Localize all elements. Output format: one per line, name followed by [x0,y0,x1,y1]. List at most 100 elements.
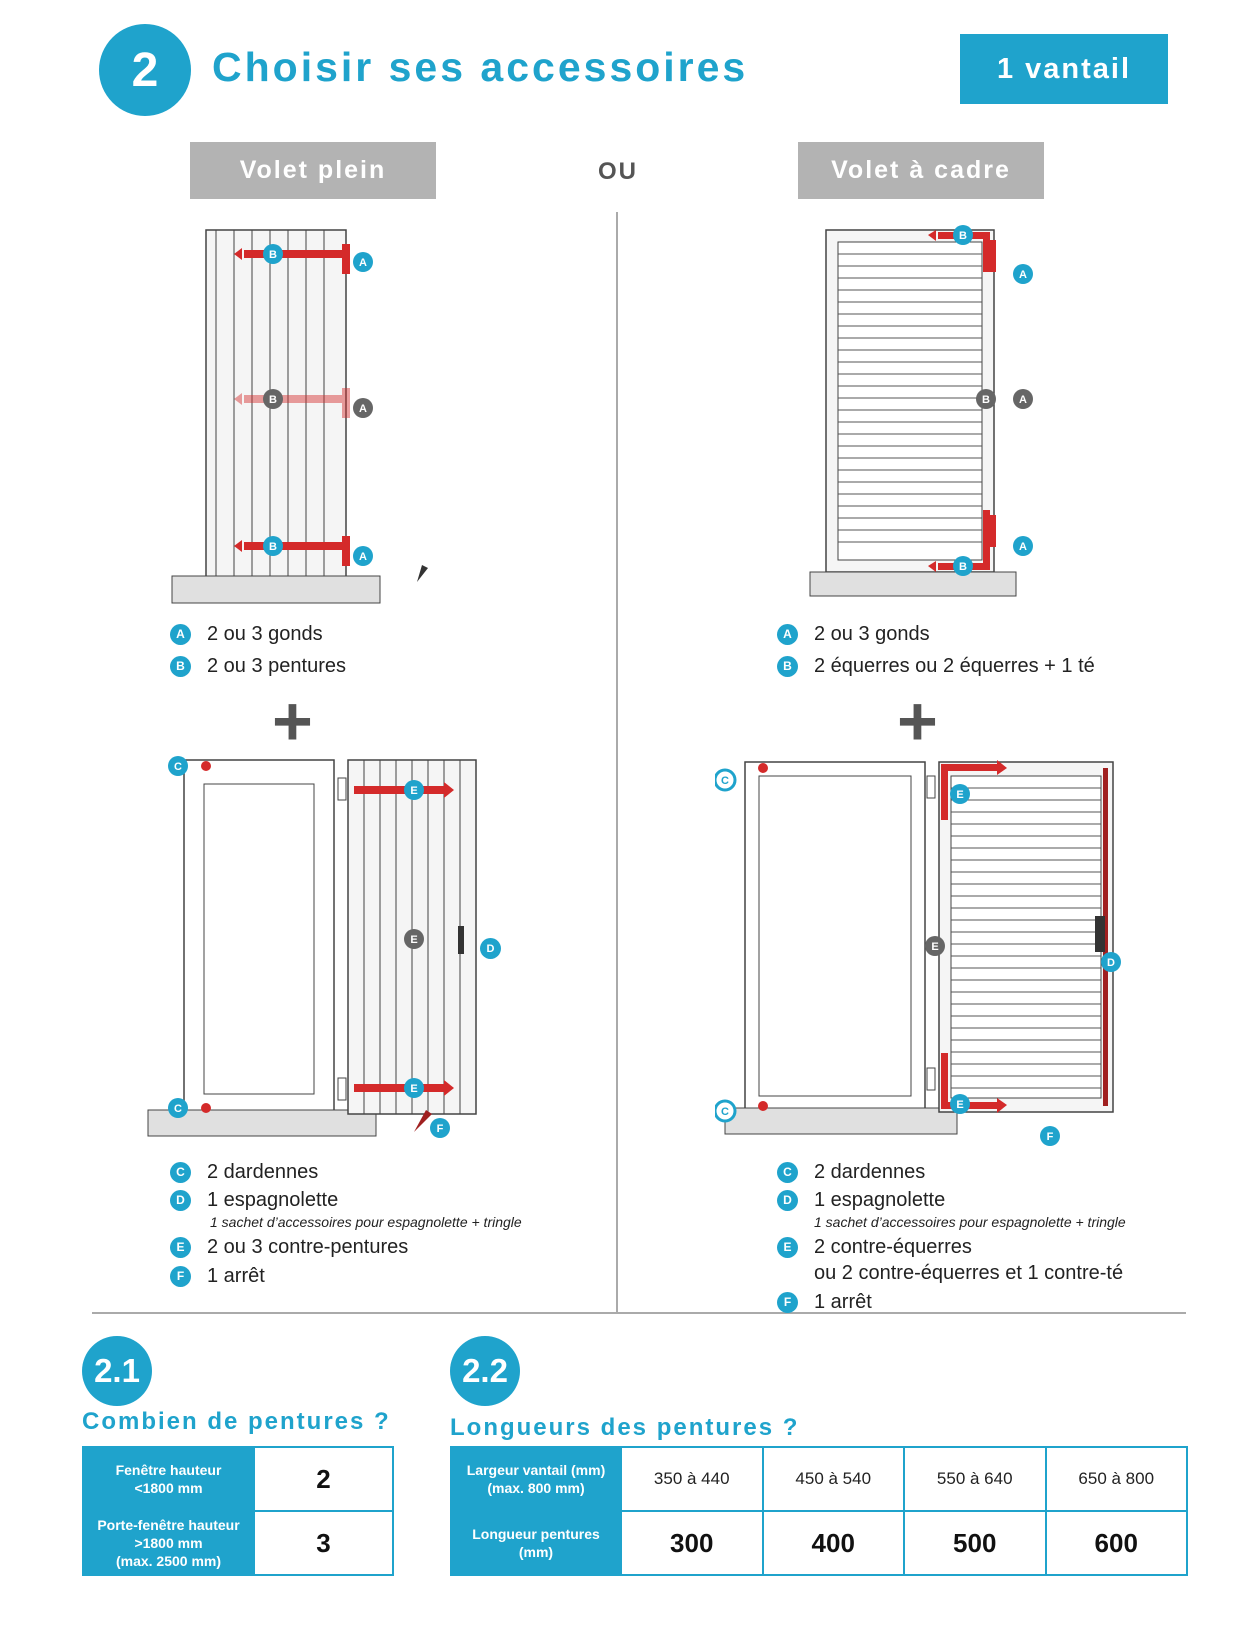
vertical-divider [616,212,618,1312]
label-f: F [1040,1126,1060,1146]
stop-arret [414,1110,432,1132]
svg-text:B: B [269,394,277,406]
svg-text:E: E [956,789,963,801]
table-cell: 600 [1044,1510,1188,1576]
svg-text:A: A [359,403,367,415]
legend-subtext: 1 sachet d’accessoires pour espagnolette… [814,1214,1126,1230]
svg-text:E: E [410,934,417,946]
label-b-top: B [263,244,283,264]
straps-count-table: Fenêtre hauteur<1800 mm 2 Porte-fenêtre … [82,1446,394,1576]
table-cell: 300 [620,1510,764,1576]
svg-text:E: E [410,785,417,797]
legend-item-f: F 1 arrêt [170,1262,522,1290]
table-header-cell: Fenêtre hauteur<1800 mm [82,1446,255,1512]
legend-text: 2 contre-équerres [814,1235,972,1258]
svg-text:B: B [269,541,277,553]
legend-marker: E [777,1236,798,1258]
section-22-title: Longueurs des pentures ? [450,1414,800,1441]
legend-item-b: B 2 ou 3 pentures [170,650,346,682]
svg-text:D: D [1107,957,1115,969]
table-row: Largeur vantail (mm)(max. 800 mm) 350 à … [450,1446,1188,1512]
espagnolette-rod [1103,768,1108,1106]
gond-bottom [926,1067,936,1091]
right-column-title: Volet à cadre [798,142,1044,199]
table-row: Fenêtre hauteur<1800 mm 2 [82,1446,394,1512]
gond-top [926,775,936,799]
legend-text: 2 ou 3 pentures [207,654,346,677]
variant-badge: 1 vantail [960,34,1168,104]
legend-text: 2 dardennes [207,1160,319,1183]
svg-text:E: E [931,941,938,953]
label-d-left: D [480,938,501,959]
legend-item-d: D 1 espagnolette [170,1186,522,1214]
legend-item-b: B 2 équerres ou 2 équerres + 1 té [777,650,1095,682]
horizontal-divider [92,1312,1186,1314]
gond-top [337,777,347,801]
plus-sign-left: + [272,682,313,760]
svg-text:A: A [359,551,367,563]
legend-text: 1 arrêt [814,1290,872,1313]
svg-text:F: F [437,1123,444,1135]
strap-hinge-bottom [234,536,350,566]
label-f: F [430,1118,450,1138]
table-cell: 450 à 540 [761,1446,905,1512]
table-header-cell: Longueur pentures(mm) [450,1510,622,1576]
svg-text:C: C [721,1106,729,1118]
dardenne-bottom [201,1103,211,1113]
table-cell: 2 [253,1446,394,1512]
label-b-bottom: B [953,556,973,576]
strap-length-table: Largeur vantail (mm)(max. 800 mm) 350 à … [450,1446,1188,1576]
label-b-middle: B [263,389,283,409]
legend-marker: A [777,623,798,645]
svg-text:A: A [1019,541,1027,553]
svg-text:B: B [959,561,967,573]
svg-text:E: E [956,1099,963,1111]
label-e-top: E [950,784,970,804]
label-a-middle: A [353,398,373,418]
svg-text:B: B [982,394,990,406]
label-e-middle: E [925,936,945,956]
table-header-cell: Largeur vantail (mm)(max. 800 mm) [450,1446,622,1512]
label-e-bottom: E [404,1078,424,1098]
table-row: Longueur pentures(mm) 300 400 500 600 [450,1510,1188,1576]
legend-text: 2 ou 3 contre-pentures [207,1235,409,1258]
legend-text: 1 espagnolette [207,1188,339,1211]
label-c-bottom: C [168,1098,188,1118]
legend-marker: B [170,655,191,677]
label-c-top: C [715,768,737,792]
label-c-top: C [168,756,188,776]
strap-hinge-middle [234,388,350,418]
gond-bottom [337,1077,347,1101]
legend-subtext: 1 sachet d’accessoires pour espagnolette… [210,1214,522,1230]
left-column-title: Volet plein [190,142,436,199]
step-number-badge: 2 [99,24,191,116]
table-cell: 550 à 640 [903,1446,1047,1512]
table-cell: 3 [253,1510,394,1576]
separator-or: OU [598,158,638,185]
svg-text:E: E [410,1083,417,1095]
label-a-bottom: A [1013,536,1033,556]
legend-marker: F [170,1265,191,1287]
legend-item-e: E 2 contre-équerres [777,1232,1126,1262]
label-a-top: A [353,252,373,272]
legend-text: 2 ou 3 gonds [814,622,930,645]
legend-text: 2 équerres ou 2 équerres + 1 té [814,654,1095,677]
svg-text:C: C [174,1103,182,1115]
legend-marker: D [170,1189,191,1211]
table-header-cell: Porte-fenêtre hauteur>1800 mm(max. 2500 … [82,1510,255,1576]
dardenne-top [201,761,211,771]
table-cell: 500 [903,1510,1047,1576]
table-cell: 350 à 440 [620,1446,764,1512]
right-legend-hinges: A 2 ou 3 gonds B 2 équerres ou 2 équerres … [777,618,1095,682]
counter-bracket-top [941,760,1007,820]
legend-text: 1 arrêt [207,1264,265,1287]
svg-text:A: A [1019,269,1027,281]
svg-text:B: B [269,249,277,261]
plus-sign-right: + [897,682,938,760]
legend-marker: B [777,655,798,677]
